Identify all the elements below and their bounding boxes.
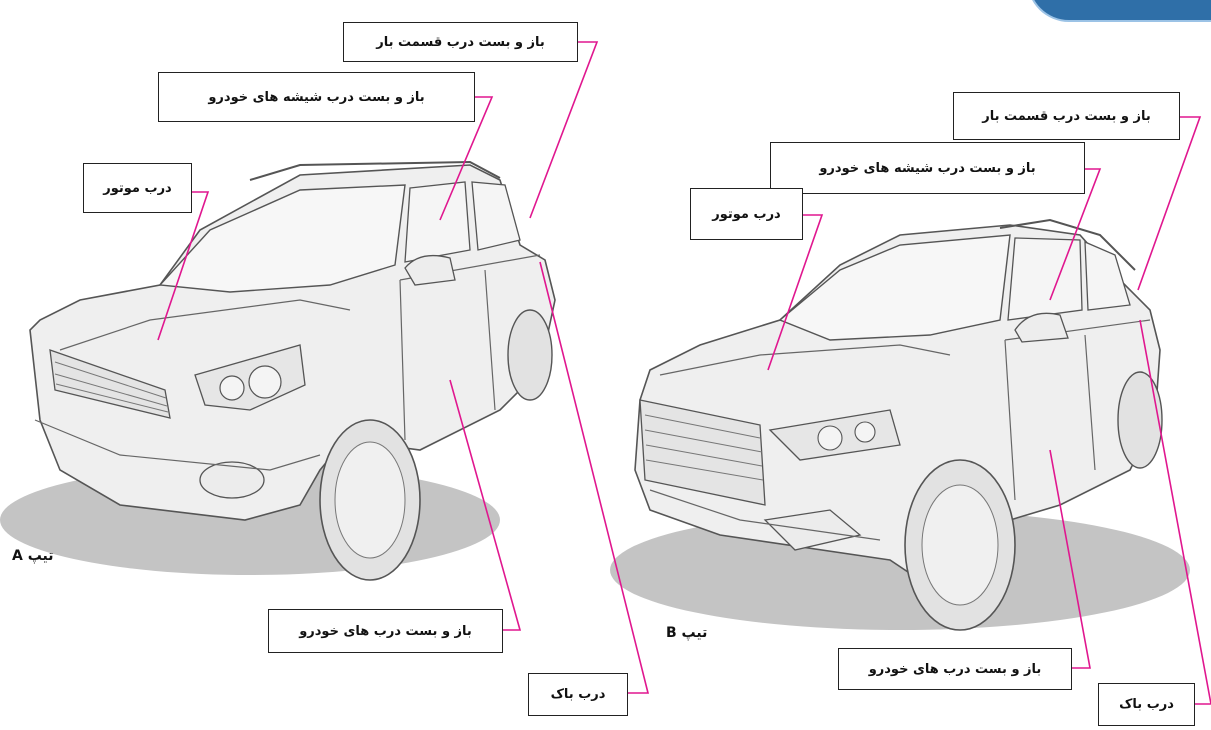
callout-a-cargo-door: باز و بست درب قسمت بار [343,22,578,62]
callout-a-fuel: درب باک [528,673,628,716]
car-a-fog-lamp [200,462,264,498]
callout-b-fuel: درب باک [1098,683,1195,726]
callout-b-windows: باز و بست درب شیشه های خودرو [770,142,1085,194]
callout-b-doors: باز و بست درب های خودرو [838,648,1072,690]
callout-a-windows: باز و بست درب شیشه های خودرو [158,72,475,122]
leader-b-fuel [1140,320,1211,704]
car-a-rear-wheel [508,310,552,400]
car-b-illustration [610,220,1190,630]
callout-a-hood: درب موتور [83,163,192,213]
type-b-label: تیپ B [666,625,707,641]
callout-a-doors: باز و بست درب های خودرو [268,609,503,653]
car-b-rear-wheel [1118,372,1162,468]
leader-a-fuel [540,262,648,693]
callout-b-cargo-door: باز و بست درب قسمت بار [953,92,1180,140]
car-a-illustration [0,162,555,580]
leader-b-cargo [1138,117,1200,290]
callout-b-hood: درب موتور [690,188,803,240]
type-a-label: تیپ A [12,548,54,564]
leader-a-cargo [530,42,597,218]
